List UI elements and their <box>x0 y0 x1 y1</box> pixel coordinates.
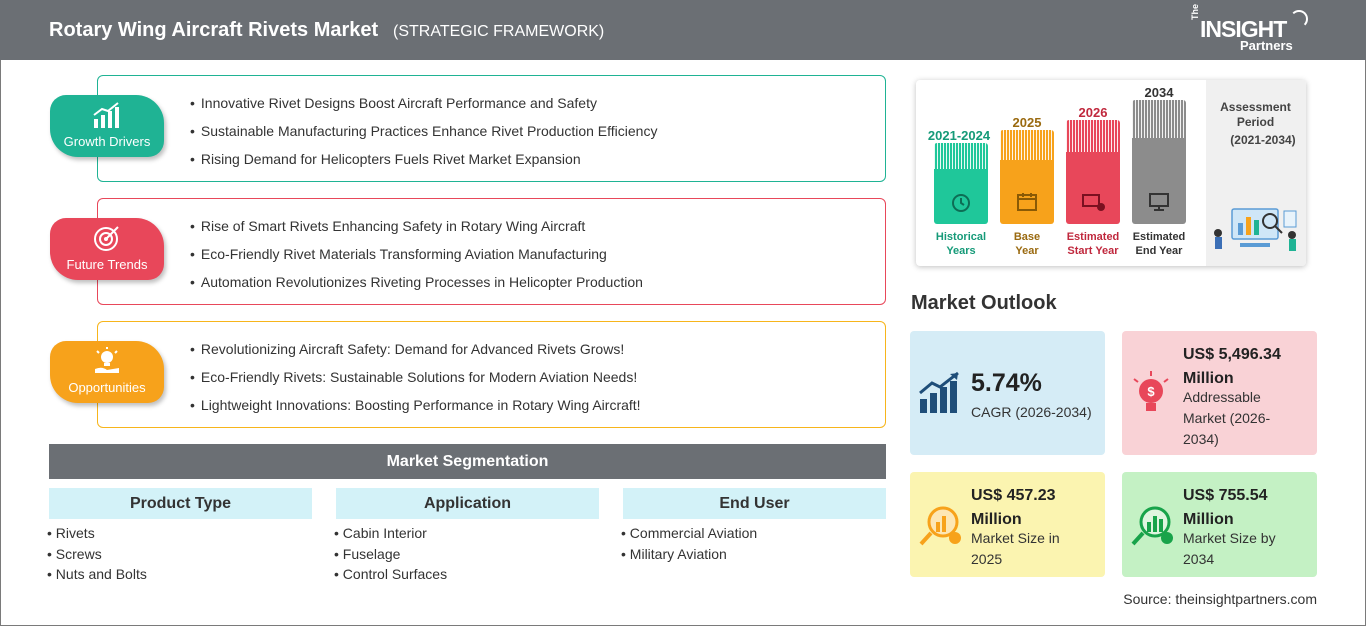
chart-icon <box>93 102 119 128</box>
addressable-market-card: $ US$ 5,496.34 Million Addressable Marke… <box>1122 331 1317 455</box>
svg-text:$: $ <box>1147 384 1155 399</box>
opportunities-label: Opportunities <box>68 380 146 395</box>
growth-drivers-tag: Growth Drivers <box>50 95 164 157</box>
end-user-list: Commercial Aviation Military Aviation <box>621 525 757 566</box>
list-item: Eco-Friendly Rivets: Sustainable Solutio… <box>190 368 641 396</box>
list-item: Innovative Rivet Designs Boost Aircraft … <box>190 94 657 122</box>
monitor-icon <box>1149 193 1169 211</box>
growth-drivers-label: Growth Drivers <box>63 134 151 149</box>
opportunities-tag: Opportunities <box>50 341 164 403</box>
target-icon <box>94 226 119 251</box>
assessment-period-title: Assessment Period <box>1220 100 1291 129</box>
magnifier-coin-icon <box>919 506 961 546</box>
product-type-list: Rivets Screws Nuts and Bolts <box>47 525 147 587</box>
cagr-card: 5.74% CAGR (2026-2034) <box>910 331 1105 455</box>
application-list: Cabin Interior Fuselage Control Surfaces <box>334 525 447 587</box>
analytics-illustration-icon <box>1214 208 1297 251</box>
market-size-2025-value: US$ 457.23 Million <box>971 487 1056 528</box>
growth-drivers-box: Innovative Rivet Designs Boost Aircraft … <box>97 75 886 182</box>
market-size-2025-card: US$ 457.23 Million Market Size in 2025 <box>910 472 1105 577</box>
page-title: Rotary Wing Aircraft Rivets Market <box>49 19 379 41</box>
addressable-market-value: US$ 5,496.34 Million <box>1183 346 1281 387</box>
list-item: Military Aviation <box>621 546 757 567</box>
addressable-market-caption: Addressable Market (2026-2034) <box>1183 389 1271 447</box>
source-link[interactable]: Source: theinsightpartners.com <box>1123 591 1317 607</box>
bar-year-label: 2021-2024 <box>927 128 991 143</box>
market-size-2034-card: US$ 755.54 Million Market Size by 2034 <box>1122 472 1317 577</box>
list-item: Nuts and Bolts <box>47 566 147 587</box>
list-item: Commercial Aviation <box>621 525 757 546</box>
list-item: Eco-Friendly Rivet Materials Transformin… <box>190 245 643 273</box>
list-item: Fuselage <box>334 546 447 567</box>
market-size-2034-value: US$ 755.54 Million <box>1183 487 1268 528</box>
list-item: Control Surfaces <box>334 566 447 587</box>
logo-partners: Partners <box>1240 38 1293 53</box>
history-icon <box>952 194 970 212</box>
list-item: Screws <box>47 546 147 567</box>
lightbulb-icon <box>95 347 119 373</box>
base-year-bar <box>1000 130 1054 224</box>
list-item: Automation Revolutionizes Riveting Proce… <box>190 273 643 301</box>
bar-year-label: 2034 <box>1144 85 1174 100</box>
assessment-period-range: (2021-2034) <box>1230 133 1296 147</box>
market-outlook-title: Market Outlook <box>911 292 1057 314</box>
future-trends-label: Future Trends <box>66 257 148 272</box>
opportunities-list: Revolutionizing Aircraft Safety: Demand … <box>190 340 641 424</box>
growth-chart-icon <box>919 371 959 413</box>
cagr-caption: CAGR (2026-2034) <box>971 404 1092 420</box>
future-trends-box: Rise of Smart Rivets Enhancing Safety in… <box>97 198 886 305</box>
application-heading: Application <box>336 488 599 519</box>
page-subtitle: (STRATEGIC FRAMEWORK) <box>393 23 605 40</box>
growth-drivers-list: Innovative Rivet Designs Boost Aircraft … <box>190 94 658 178</box>
bar-year-label: 2026 <box>1078 105 1108 120</box>
list-item: Lightweight Innovations: Boosting Perfor… <box>190 396 641 424</box>
market-size-2025-caption: Market Size in 2025 <box>971 530 1060 567</box>
logo-insight: INSIGHT <box>1200 16 1287 42</box>
future-trends-list: Rise of Smart Rivets Enhancing Safety in… <box>190 217 643 301</box>
list-item: Sustainable Manufacturing Practices Enha… <box>190 122 658 150</box>
list-item: Rivets <box>47 525 147 546</box>
logo-swoosh-icon <box>1290 10 1308 28</box>
start-icon <box>1082 194 1105 211</box>
opportunities-box: Revolutionizing Aircraft Safety: Demand … <box>97 321 886 428</box>
magnifier-chart-icon <box>1131 506 1173 546</box>
list-item: Rise of Smart Rivets Enhancing Safety in… <box>190 217 643 245</box>
future-trends-tag: Future Trends <box>50 218 164 280</box>
bar-year-label: 2025 <box>1012 115 1042 130</box>
insight-partners-logo[interactable]: The INSIGHT Partners <box>1190 4 1310 54</box>
product-type-heading: Product Type <box>49 488 312 519</box>
historical-years-bar <box>934 143 988 224</box>
calendar-icon <box>1017 193 1037 211</box>
estimated-end-year-bar <box>1132 100 1186 224</box>
list-item: Cabin Interior <box>334 525 447 546</box>
list-item: Revolutionizing Aircraft Safety: Demand … <box>190 340 641 368</box>
list-item: Rising Demand for Helicopters Fuels Rive… <box>190 150 657 178</box>
cagr-value: 5.74% <box>971 369 1042 397</box>
money-bulb-icon: $ <box>1133 371 1169 411</box>
estimated-start-year-bar <box>1066 120 1120 224</box>
header-bar: Rotary Wing Aircraft Rivets Market (STRA… <box>0 0 1366 60</box>
logo-the: The <box>1190 3 1200 20</box>
market-size-2034-caption: Market Size by 2034 <box>1183 530 1276 567</box>
market-segmentation-bar: Market Segmentation <box>49 444 886 479</box>
end-user-heading: End User <box>623 488 886 519</box>
